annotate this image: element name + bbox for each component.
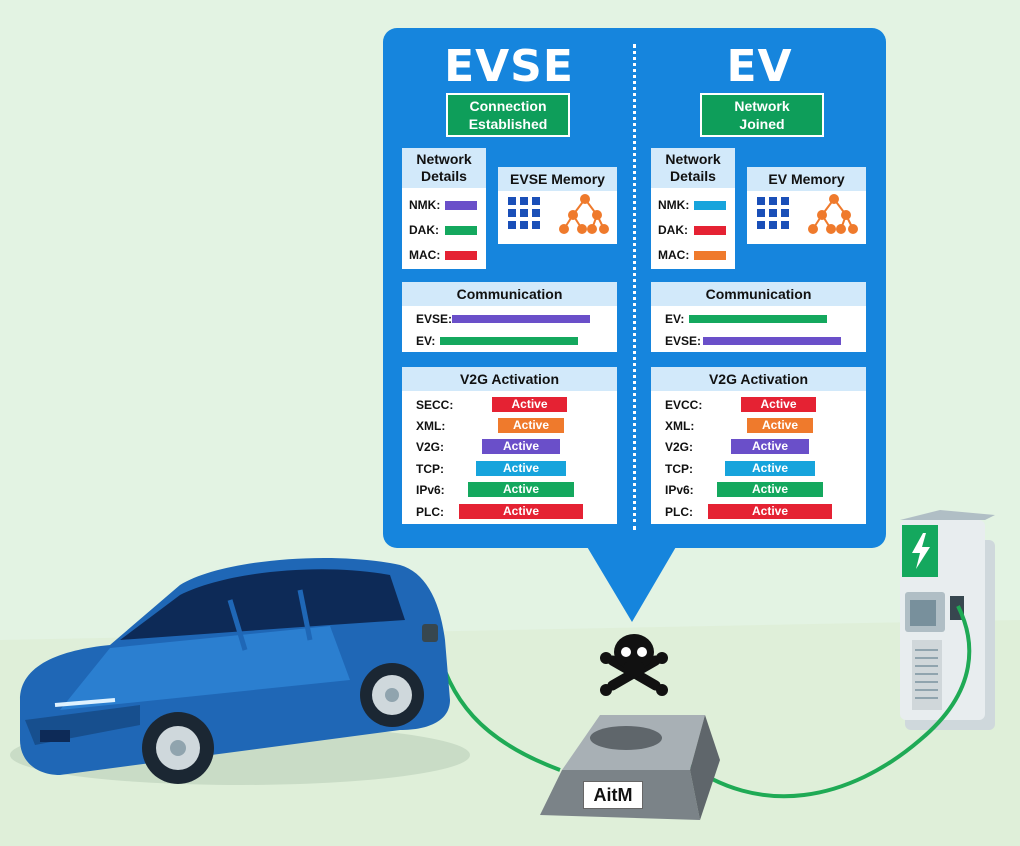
v2g-status-badge: Active — [725, 461, 815, 476]
evse-title: EVSE — [444, 41, 574, 92]
communication-bar — [689, 315, 827, 323]
column-divider — [633, 44, 636, 530]
communication-label: EVSE: — [665, 334, 702, 348]
communication-label: EVSE: — [416, 312, 453, 326]
ev-status-badge: Network Joined — [700, 93, 824, 137]
network-detail-label: MAC: — [658, 248, 690, 262]
v2g-status-badge: Active — [747, 418, 813, 433]
ev-network-details: Network Details NMK: DAK: MAC: — [651, 148, 735, 269]
skull-crossbones-icon — [600, 634, 668, 696]
network-details-title: Network Details — [651, 148, 735, 188]
v2g-title: V2G Activation — [651, 367, 866, 391]
v2g-layer-label: EVCC: — [665, 398, 703, 412]
network-detail-bar — [694, 226, 726, 235]
network-detail-label: DAK: — [658, 223, 688, 237]
v2g-layer-label: XML: — [665, 419, 695, 433]
evse-network-details: Network Details NMK: DAK: MAC: — [402, 148, 486, 269]
ev-communication: Communication EV: EVSE: — [651, 282, 866, 352]
v2g-status-badge: Active — [498, 418, 564, 433]
network-detail-label: NMK: — [658, 198, 690, 212]
network-detail-label: NMK: — [409, 198, 441, 212]
v2g-status-badge: Active — [468, 482, 574, 497]
v2g-layer-label: TCP: — [416, 462, 444, 476]
v2g-layer-label: SECC: — [416, 398, 454, 412]
v2g-layer-label: XML: — [416, 419, 446, 433]
v2g-layer-label: PLC: — [416, 505, 444, 519]
communication-title: Communication — [651, 282, 866, 306]
v2g-status-badge: Active — [717, 482, 823, 497]
evse-cable — [680, 605, 972, 799]
memory-title: EV Memory — [747, 167, 866, 191]
v2g-layer-label: V2G: — [416, 440, 445, 454]
v2g-layer-label: IPv6: — [665, 483, 694, 497]
v2g-status-badge: Active — [459, 504, 583, 519]
memory-title: EVSE Memory — [498, 167, 617, 191]
network-detail-bar — [694, 201, 726, 210]
communication-label: EV: — [665, 312, 685, 326]
aitm-label: AitM — [583, 781, 643, 809]
network-detail-label: MAC: — [409, 248, 441, 262]
v2g-layer-label: IPv6: — [416, 483, 445, 497]
evse-communication: Communication EVSE: EV: — [402, 282, 617, 352]
network-detail-label: DAK: — [409, 223, 439, 237]
v2g-layer-label: PLC: — [665, 505, 693, 519]
v2g-layer-label: TCP: — [665, 462, 693, 476]
v2g-status-badge: Active — [482, 439, 560, 454]
network-detail-bar — [445, 201, 477, 210]
evse-memory: EVSE Memory — [498, 167, 617, 244]
network-detail-bar — [445, 226, 477, 235]
ev-memory: EV Memory — [747, 167, 866, 244]
v2g-status-badge: Active — [741, 397, 816, 412]
network-details-title: Network Details — [402, 148, 486, 188]
network-detail-bar — [694, 251, 726, 260]
communication-title: Communication — [402, 282, 617, 306]
electric-car — [10, 557, 470, 785]
communication-label: EV: — [416, 334, 436, 348]
v2g-status-badge: Active — [731, 439, 809, 454]
charging-station — [900, 510, 995, 730]
memory-icon — [757, 194, 858, 234]
v2g-title: V2G Activation — [402, 367, 617, 391]
ev-title: EV — [726, 41, 793, 92]
v2g-status-badge: Active — [476, 461, 566, 476]
communication-bar — [440, 337, 578, 345]
v2g-status-badge: Active — [492, 397, 567, 412]
evse-status-badge: Connection Established — [446, 93, 570, 137]
memory-icon — [508, 194, 609, 234]
communication-bar — [452, 315, 590, 323]
v2g-layer-label: V2G: — [665, 440, 694, 454]
network-detail-bar — [445, 251, 477, 260]
v2g-status-badge: Active — [708, 504, 832, 519]
communication-bar — [703, 337, 841, 345]
